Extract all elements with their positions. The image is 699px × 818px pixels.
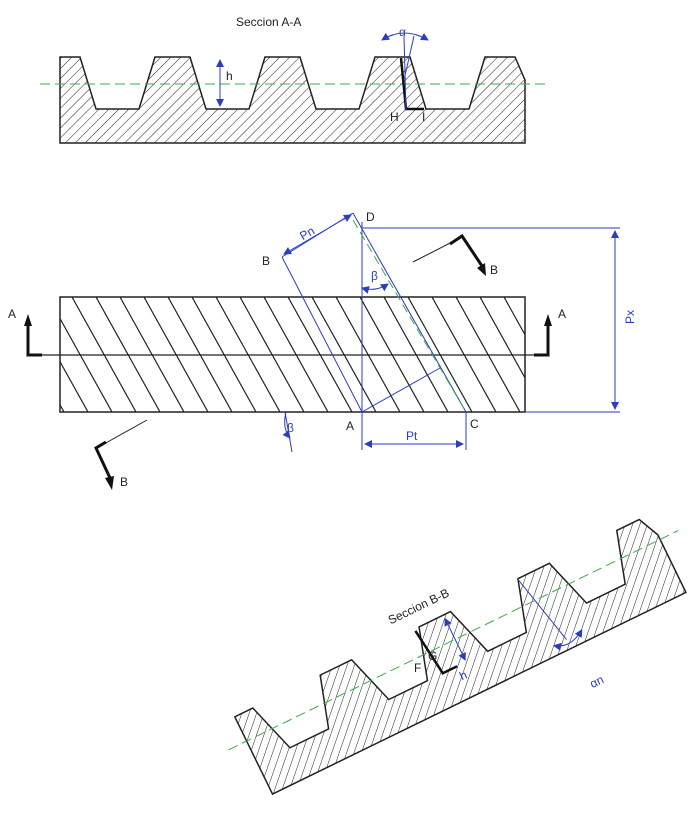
Pn-label: Pn	[297, 224, 317, 243]
F-label: F	[414, 661, 421, 675]
arrow-b-bottom-label: B	[120, 475, 128, 489]
plan-view: D B Pn β Px A C Pt β B B A A	[8, 210, 637, 490]
alpha-arc	[381, 32, 429, 41]
Pt-label: Pt	[406, 429, 418, 443]
beta-arc-top	[361, 283, 389, 294]
pn-dim	[283, 214, 352, 255]
rack-profile-bb	[233, 518, 687, 796]
section-arrow-b-top	[412, 233, 486, 276]
pitch-line-plan	[352, 219, 467, 413]
h-label-aa: h	[226, 69, 233, 83]
I-label: I	[422, 110, 425, 124]
section-arrow-b-bottom	[94, 419, 148, 490]
alpha-label-aa: α	[399, 25, 406, 39]
G-label: G	[428, 649, 437, 663]
arrow-b-top-label: B	[490, 263, 498, 277]
rack-profile-aa	[59, 56, 526, 144]
beta-label: β	[371, 269, 378, 283]
fg-marker	[414, 630, 458, 675]
h-dim-bb	[444, 617, 466, 661]
section-arrow-a-right	[534, 314, 552, 357]
arrow-a-left-label: A	[8, 307, 16, 321]
alpha-ref-line	[403, 35, 407, 111]
pitch-line-bb	[228, 530, 679, 751]
construction-lines	[281, 212, 620, 453]
section-aa: h α H I Seccion A-A	[40, 15, 548, 144]
beta2-label: β	[287, 421, 294, 435]
C-label: C	[470, 417, 479, 431]
arrow-a-right-label: A	[558, 307, 566, 321]
alpha-n-arc	[552, 629, 583, 651]
section-aa-title: Seccion A-A	[236, 15, 301, 29]
section-bb	[228, 518, 687, 796]
B-label: B	[262, 254, 270, 268]
alpha-n-label: αn	[588, 672, 606, 691]
section-arrow-a-left	[24, 314, 42, 357]
H-label: H	[390, 110, 399, 124]
D-label: D	[366, 210, 375, 224]
A-label: A	[346, 419, 354, 433]
beta-arc-bottom	[282, 411, 291, 439]
Px-label: Px	[623, 310, 637, 324]
alpha-flank-line	[403, 35, 415, 81]
